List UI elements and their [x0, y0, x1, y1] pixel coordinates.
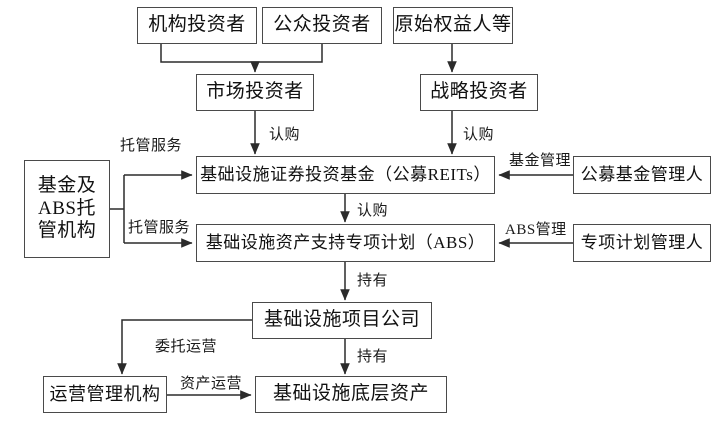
edge-label-custody-service-fund: 托管服务	[120, 138, 183, 154]
node-original-owner[interactable]: 原始权益人等	[393, 7, 513, 44]
edge-label-subscribe-strategic: 认购	[463, 127, 495, 143]
node-label: 机构投资者	[148, 14, 246, 36]
node-label-line-1: 基金及	[37, 175, 97, 197]
node-label: 基础设施资产支持专项计划（ABS）	[205, 232, 486, 252]
node-public-investor[interactable]: 公众投资者	[262, 7, 382, 44]
node-public-fund-manager[interactable]: 公募基金管理人	[573, 156, 711, 194]
node-underlying-asset[interactable]: 基础设施底层资产	[255, 376, 447, 413]
node-label-line-2: ABS托	[38, 197, 96, 219]
node-label: 基础设施底层资产	[272, 383, 429, 405]
node-label: 基础设施项目公司	[263, 309, 420, 331]
node-strategic-investor[interactable]: 战略投资者	[420, 74, 538, 111]
node-label: 基础设施证券投资基金（公募REITs）	[200, 164, 491, 184]
edge-label-subscribe-abs: 认购	[357, 203, 389, 219]
edge-label-custody-service-abs: 托管服务	[128, 220, 191, 236]
wire-project-to-operator	[117, 319, 252, 375]
edge-label-entrusted-operation: 委托运营	[155, 339, 218, 355]
node-special-plan-manager[interactable]: 专项计划管理人	[573, 224, 711, 262]
node-market-investor[interactable]: 市场投资者	[196, 74, 314, 111]
edge-label-fund-management: 基金管理	[509, 153, 572, 169]
node-label: 公众投资者	[273, 14, 371, 36]
node-label: 市场投资者	[206, 81, 304, 103]
edge-label-abs-management: ABS管理	[505, 222, 567, 238]
node-label-line-3: 管机构	[37, 220, 97, 242]
node-label: 公募基金管理人	[580, 164, 704, 184]
edge-label-asset-operation: 资产运营	[180, 376, 243, 392]
node-institutional-investor[interactable]: 机构投资者	[137, 7, 257, 44]
edge-label-hold-project: 持有	[357, 273, 389, 289]
edge-label-subscribe-market: 认购	[269, 127, 301, 143]
node-project-company[interactable]: 基础设施项目公司	[252, 302, 432, 339]
node-abs-plan[interactable]: 基础设施资产支持专项计划（ABS）	[196, 224, 495, 262]
node-custody-institution[interactable]: 基金及 ABS托 管机构	[24, 160, 110, 258]
edge-label-hold-asset: 持有	[357, 349, 389, 365]
node-label: 运营管理机构	[49, 383, 161, 404]
node-label: 专项计划管理人	[580, 232, 704, 252]
node-reits-fund[interactable]: 基础设施证券投资基金（公募REITs）	[196, 156, 495, 194]
wire-investors-merge	[160, 44, 323, 63]
node-operation-manager[interactable]: 运营管理机构	[43, 376, 167, 413]
node-label: 战略投资者	[430, 81, 528, 103]
node-label: 原始权益人等	[394, 14, 512, 36]
